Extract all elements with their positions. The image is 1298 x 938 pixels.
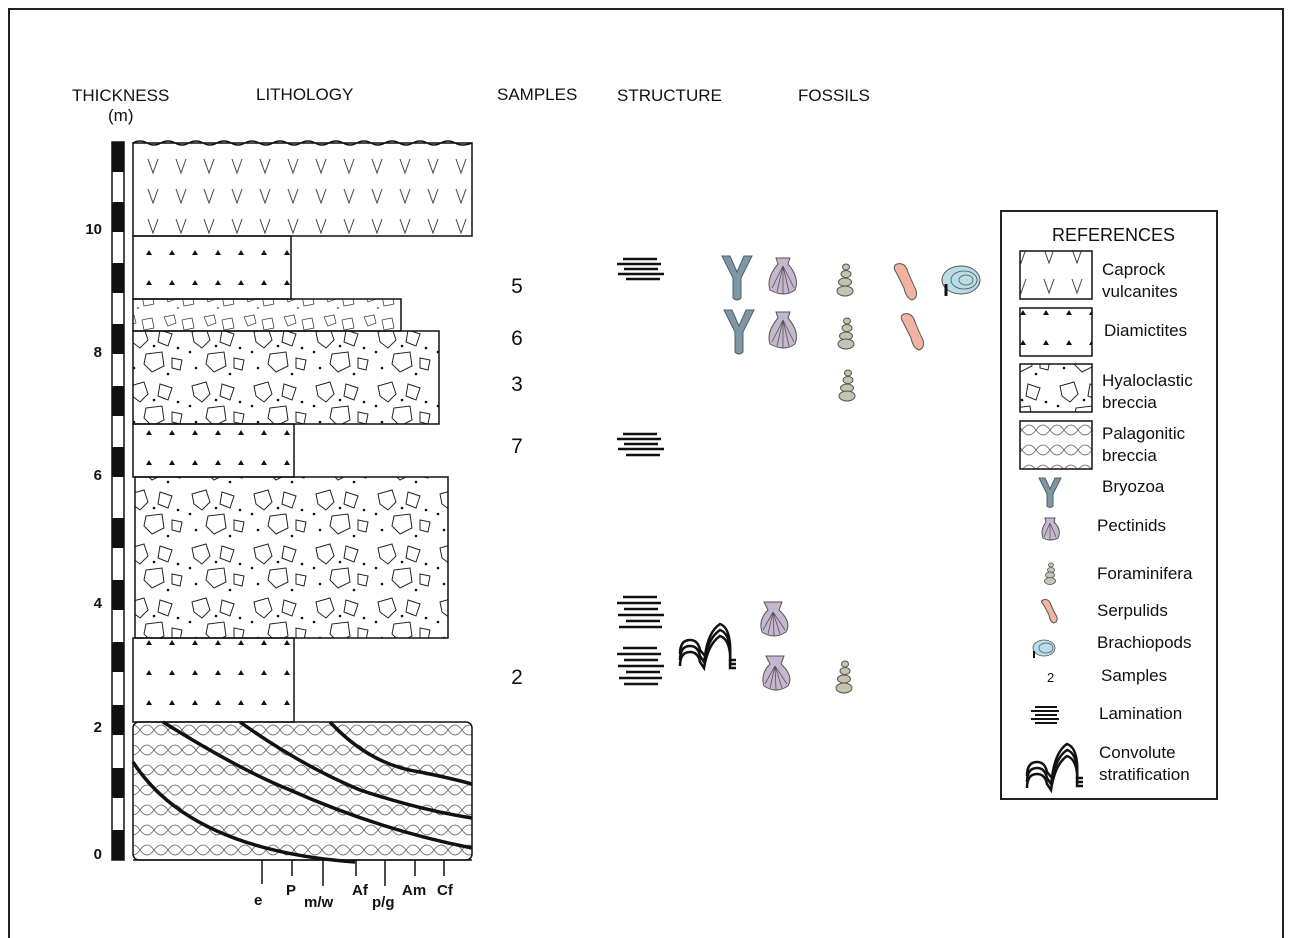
legend-pectinid-icon — [1042, 518, 1059, 540]
legend-serpulid-icon — [1042, 600, 1058, 623]
layer-palagonitic-breccia — [133, 722, 472, 860]
bryozoa-icon — [724, 310, 754, 354]
serpulid-icon — [894, 264, 916, 300]
pectinid-icon — [763, 656, 790, 690]
legend-brachiopod-icon — [1033, 640, 1055, 658]
bryozoa-icon — [722, 256, 752, 300]
convolute-icon — [680, 624, 736, 668]
layer-diamictite — [133, 424, 294, 477]
lamination-icon — [617, 434, 664, 455]
foraminifera-icon — [837, 264, 853, 296]
lamination-icon — [617, 648, 664, 684]
pectinid-icon — [761, 602, 788, 636]
lamination-icon — [617, 259, 664, 279]
foraminifera-icon — [838, 318, 854, 349]
grain-size-axis — [133, 860, 472, 886]
legend-lamination-icon — [1031, 707, 1059, 723]
legend-foraminifera-icon — [1045, 563, 1056, 585]
serpulid-icon — [901, 314, 923, 350]
legend-convolute-icon — [1027, 744, 1083, 790]
legend-bryozoa-icon — [1039, 478, 1061, 508]
layer-caprock-vulcanites — [133, 143, 472, 236]
layer-diamictite — [133, 638, 294, 722]
foraminifera-icon — [839, 370, 855, 401]
brachiopod-icon — [942, 266, 980, 296]
lithology-column — [133, 141, 472, 862]
lamination-icon — [617, 597, 664, 627]
legend-swatches — [1020, 251, 1092, 469]
layer-breccia-thin — [133, 299, 401, 331]
layer-hyaloclastic-breccia — [133, 331, 439, 424]
thickness-scale-bar — [112, 142, 124, 860]
foraminifera-icon — [836, 661, 852, 693]
pectinid-icon — [769, 258, 796, 294]
pectinid-icon — [769, 312, 796, 348]
layer-diamictite — [133, 236, 291, 299]
layer-hyaloclastic-breccia — [135, 477, 448, 638]
